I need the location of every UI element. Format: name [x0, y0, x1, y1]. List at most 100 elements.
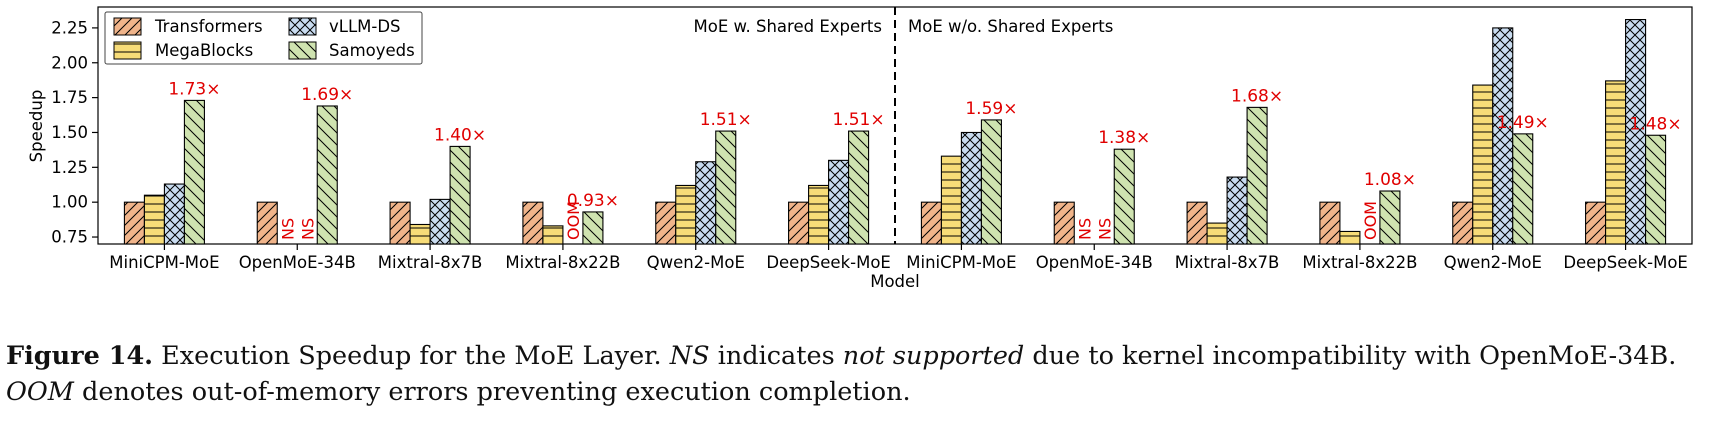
- speedup-annotation: 1.08×: [1364, 170, 1416, 190]
- speedup-annotation: 1.69×: [301, 85, 353, 105]
- missing-label-vllm-ds: NS: [298, 218, 317, 240]
- legend-hatch-samoyeds: [289, 42, 316, 59]
- x-tick-label: OpenMoE-34B: [1036, 253, 1153, 272]
- bar-hatch-samoyeds: [1113, 148, 1135, 245]
- x-tick-label: MiniCPM-MoE: [109, 253, 219, 272]
- bar-hatch-transformers: [1053, 201, 1075, 245]
- speedup-annotation: 1.51×: [700, 110, 752, 130]
- y-tick-label: 0.75: [51, 228, 88, 247]
- bar-hatch-megablocks: [1206, 222, 1228, 245]
- x-tick-label: DeepSeek-MoE: [1563, 253, 1688, 272]
- x-tick-label: Mixtral-8x22B: [505, 253, 620, 272]
- missing-label-megablocks: NS: [1075, 218, 1094, 240]
- bar-hatch-samoyeds: [848, 130, 870, 245]
- x-tick-label: Mixtral-8x22B: [1302, 253, 1417, 272]
- bar-hatch-megablocks: [1472, 84, 1494, 245]
- speedup-annotation: 1.68×: [1231, 86, 1283, 106]
- caption-line-1: Figure 14. Execution Speedup for the MoE…: [6, 338, 1721, 374]
- bar-hatch-megablocks: [542, 225, 564, 245]
- speedup-annotation: 1.51×: [833, 110, 885, 130]
- bar-hatch-transformers: [1452, 201, 1474, 245]
- y-tick-label: 1.75: [51, 88, 88, 107]
- caption-text-2: indicates: [717, 341, 835, 371]
- bar-hatch-transformers: [1585, 201, 1607, 245]
- y-tick-label: 2.25: [51, 18, 88, 37]
- y-tick-label: 1.25: [51, 158, 88, 177]
- bar-hatch-samoyeds: [1379, 190, 1401, 245]
- missing-label-vllm-ds: OOM: [1361, 201, 1380, 240]
- legend: Transformers MegaBlocks vLLM-DS Samoyeds: [104, 11, 423, 65]
- y-tick-label: 1.00: [51, 193, 88, 212]
- bar-hatch-vllm-ds: [828, 159, 850, 245]
- bar-hatch-megablocks: [675, 184, 697, 245]
- legend-hatch-transformers: [114, 18, 141, 35]
- bar-hatch-transformers: [788, 201, 810, 245]
- bar-hatch-transformers: [256, 201, 278, 245]
- legend-label-vllm-ds: vLLM-DS: [329, 17, 401, 36]
- caption-text-4: denotes out-of-memory errors preventing …: [82, 377, 911, 407]
- caption-line-2: OOM denotes out-of-memory errors prevent…: [6, 374, 1721, 410]
- bar-hatch-samoyeds: [183, 99, 205, 245]
- figure-caption: Figure 14. Execution Speedup for the MoE…: [6, 338, 1721, 410]
- legend-frame: [104, 11, 423, 65]
- speedup-annotation: 1.73×: [168, 79, 220, 99]
- bar-hatch-transformers: [389, 201, 411, 245]
- x-tick-label: OpenMoE-34B: [239, 253, 356, 272]
- bar-hatch-samoyeds: [1645, 134, 1667, 245]
- bar-hatch-transformers: [123, 201, 145, 245]
- bar-hatch-samoyeds: [449, 145, 471, 245]
- bar-hatch-samoyeds: [316, 105, 338, 245]
- x-tick-label: MiniCPM-MoE: [906, 253, 1016, 272]
- bar-hatch-vllm-ds: [429, 198, 451, 245]
- legend-hatch-megablocks: [114, 42, 141, 59]
- bar-hatch-transformers: [920, 201, 942, 245]
- speedup-annotation: 1.38×: [1098, 128, 1150, 148]
- bar-hatch-vllm-ds: [695, 161, 717, 245]
- x-tick-label: Mixtral-8x7B: [1175, 253, 1280, 272]
- bar-hatch-transformers: [655, 201, 677, 245]
- y-axis: 0.75 1.00 1.25 1.50 1.75 2.00 2.25: [51, 18, 98, 247]
- caption-text-1: Execution Speedup for the MoE Layer.: [161, 341, 662, 371]
- bar-hatch-megablocks: [1605, 80, 1627, 245]
- bar-hatch-samoyeds: [980, 119, 1002, 245]
- caption-ns: NS: [669, 341, 710, 371]
- y-tick-label: 1.50: [51, 123, 88, 142]
- speedup-annotation: 1.49×: [1497, 113, 1549, 133]
- speedup-annotation: 1.59×: [965, 99, 1017, 119]
- bar-hatch-megablocks: [808, 184, 830, 245]
- caption-figure-label: Figure 14.: [6, 341, 154, 371]
- y-axis-label: Speedup: [27, 90, 46, 163]
- bar-hatch-transformers: [522, 201, 544, 245]
- x-axis-label: Model: [870, 272, 920, 291]
- panel-label-left: MoE w. Shared Experts: [694, 17, 882, 36]
- bar-hatch-megablocks: [1339, 230, 1361, 245]
- bar-hatch-vllm-ds: [1625, 18, 1647, 245]
- x-axis: MiniCPM-MoE OpenMoE-34B Mixtral-8x7B Mixtra…: [109, 244, 1688, 272]
- x-tick-label: Mixtral-8x7B: [378, 253, 483, 272]
- bar-hatch-samoyeds: [1512, 133, 1534, 245]
- legend-label-transformers: Transformers: [154, 17, 263, 36]
- caption-text-3: due to kernel incompatibility with OpenM…: [1032, 341, 1677, 371]
- speedup-annotation: 1.48×: [1630, 114, 1682, 134]
- x-tick-label: Qwen2-MoE: [647, 253, 745, 272]
- legend-hatch-vllm-ds: [289, 18, 316, 35]
- bar-hatch-vllm-ds: [1492, 27, 1514, 245]
- speedup-annotation: 0.93×: [567, 191, 619, 211]
- legend-label-samoyeds: Samoyeds: [329, 41, 415, 60]
- missing-label-megablocks: NS: [278, 218, 297, 240]
- bar-hatch-transformers: [1186, 201, 1208, 245]
- bar-hatch-megablocks: [409, 223, 431, 245]
- bar-hatch-samoyeds: [1246, 106, 1268, 245]
- missing-label-vllm-ds: OOM: [564, 201, 583, 240]
- y-tick-label: 2.00: [51, 53, 88, 72]
- bar-hatch-vllm-ds: [163, 183, 185, 245]
- speedup-annotation: 1.40×: [434, 125, 486, 145]
- legend-label-megablocks: MegaBlocks: [155, 41, 253, 60]
- bar-hatch-megablocks: [143, 194, 165, 245]
- x-tick-label: DeepSeek-MoE: [766, 253, 891, 272]
- x-tick-label: Qwen2-MoE: [1444, 253, 1542, 272]
- bar-hatch-vllm-ds: [960, 131, 982, 245]
- missing-label-vllm-ds: NS: [1095, 218, 1114, 240]
